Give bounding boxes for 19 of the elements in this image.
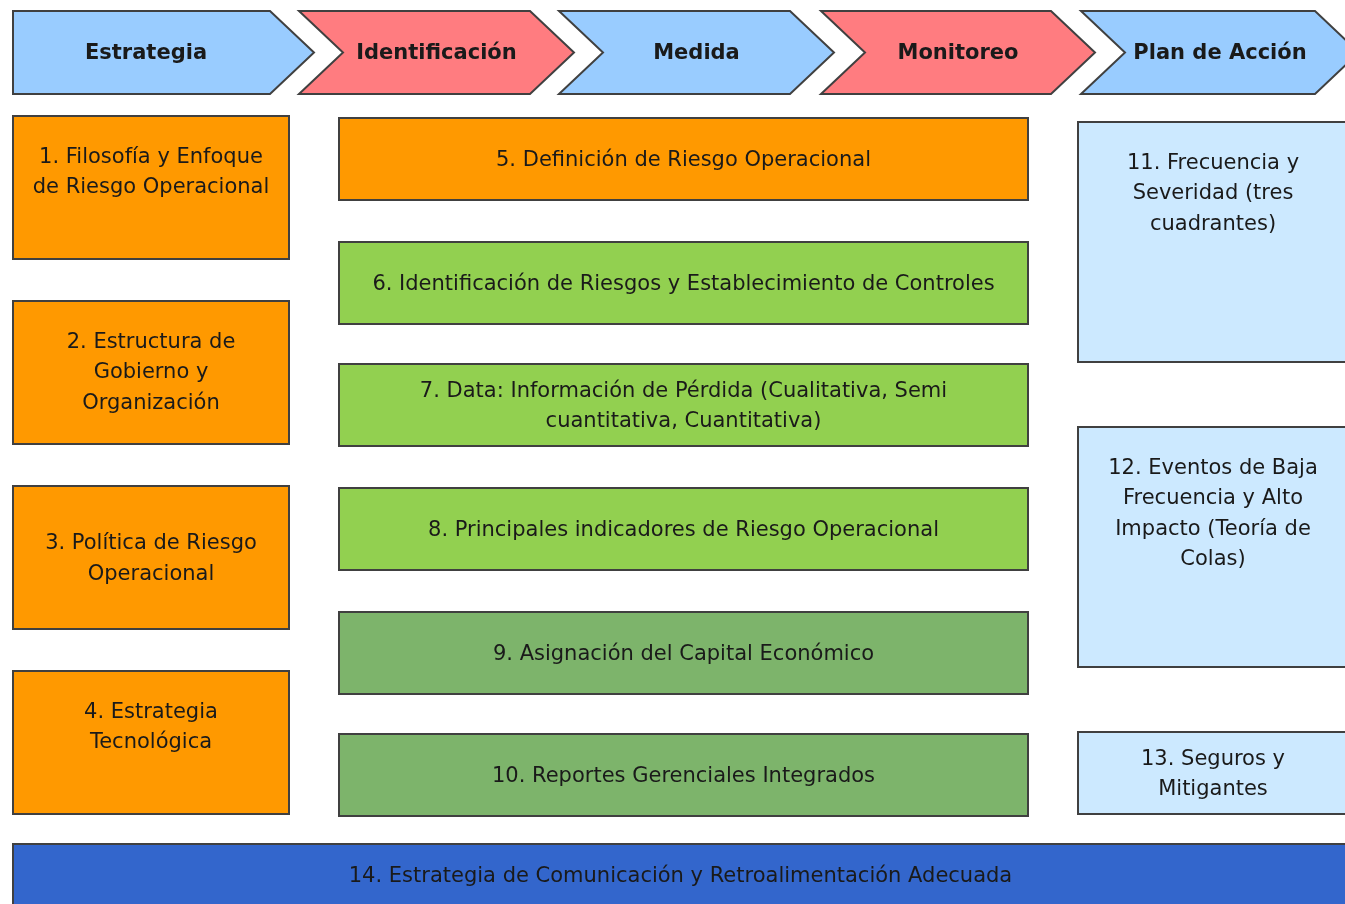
process-box: 12. Eventos de Baja Frecuencia y Alto Impacto (Teoría de Colas) bbox=[1077, 426, 1345, 668]
stage-label: Estrategia bbox=[84, 39, 208, 66]
process-box: 8. Principales indicadores de Riesgo Operacional bbox=[338, 487, 1029, 571]
process-box: 7. Data: Información de Pérdida (Cualitativa, Semi cuantitativa, Cuantitativa) bbox=[338, 363, 1029, 447]
process-box: 11. Frecuencia y Severidad (tres cuadrantes) bbox=[1077, 121, 1345, 363]
process-box: 1. Filosofía y Enfoque de Riesgo Operacional bbox=[12, 115, 290, 260]
stage-label: Monitoreo bbox=[897, 39, 1019, 66]
process-box: 5. Definición de Riesgo Operacional bbox=[338, 117, 1029, 201]
process-box: 3. Política de Riesgo Operacional bbox=[12, 485, 290, 630]
process-box: 10. Reportes Gerenciales Integrados bbox=[338, 733, 1029, 817]
stage-label: Plan de Acción bbox=[1133, 39, 1307, 66]
process-box: 6. Identificación de Riesgos y Establecimiento de Controles bbox=[338, 241, 1029, 325]
process-box: 9. Asignación del Capital Económico bbox=[338, 611, 1029, 695]
stage-label: Identificación bbox=[356, 39, 517, 66]
process-box: 2. Estructura de Gobierno y Organización bbox=[12, 300, 290, 445]
stage-label: Medida bbox=[653, 39, 740, 66]
process-box: 13. Seguros y Mitigantes bbox=[1077, 731, 1345, 815]
process-box: 4. Estrategia Tecnológica bbox=[12, 670, 290, 815]
process-box: 14. Estrategia de Comunicación y Retroalimentación Adecuada bbox=[12, 843, 1345, 904]
